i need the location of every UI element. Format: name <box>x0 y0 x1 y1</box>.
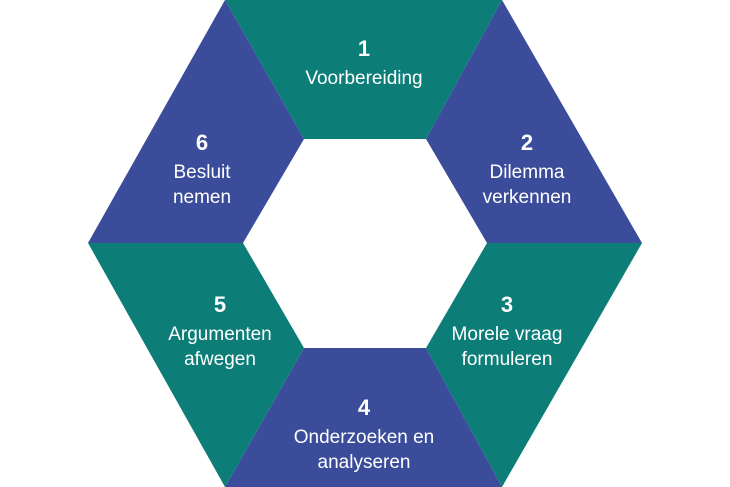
step-5-label-line-2: afwegen <box>184 349 256 370</box>
step-6-label-line-1: Besluit <box>173 162 231 183</box>
step-5-label-line-1: Argumenten <box>168 324 272 345</box>
step-6-segment: 6 Besluit nemen <box>88 0 304 243</box>
step-1-shape <box>225 0 502 139</box>
step-3-segment: 3 Morele vraag formuleren <box>426 243 642 487</box>
step-4-number: 4 <box>358 395 371 420</box>
step-2-segment: 2 Dilemma verkennen <box>426 0 642 243</box>
step-2-number: 2 <box>521 130 533 155</box>
step-1-label-line-1: Voorbereiding <box>305 68 422 89</box>
step-4-shape <box>225 348 502 487</box>
step-5-shape <box>88 243 304 487</box>
step-2-label-line-1: Dilemma <box>490 162 565 183</box>
step-2-shape <box>426 0 642 243</box>
step-1-segment: 1 Voorbereiding <box>225 0 502 139</box>
step-3-shape <box>426 243 642 487</box>
step-6-number: 6 <box>196 130 208 155</box>
step-4-label-line-2: analyseren <box>318 452 411 473</box>
step-3-label-line-2: formuleren <box>462 349 553 370</box>
step-5-segment: 5 Argumenten afwegen <box>88 243 304 487</box>
step-4-label-line-1: Onderzoeken en <box>294 427 435 448</box>
step-4-segment: 4 Onderzoeken en analyseren <box>225 348 502 487</box>
step-6-shape <box>88 0 304 243</box>
step-5-number: 5 <box>214 292 226 317</box>
step-2-label-line-2: verkennen <box>483 187 572 208</box>
step-3-number: 3 <box>501 292 513 317</box>
step-3-label-line-1: Morele vraag <box>452 324 563 345</box>
step-1-number: 1 <box>358 36 370 61</box>
step-6-label-line-2: nemen <box>173 187 231 208</box>
